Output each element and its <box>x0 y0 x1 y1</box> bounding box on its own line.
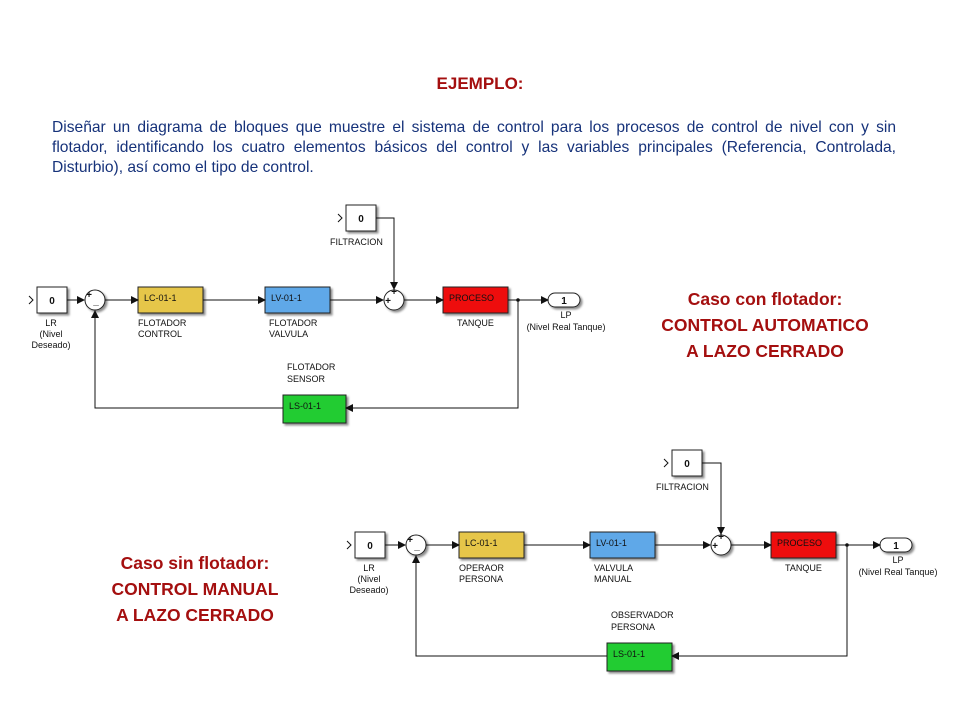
process-label: TANQUE <box>785 563 822 573</box>
disturbance-sum-junction-sign: + <box>391 287 397 298</box>
signal-measurement <box>345 300 519 412</box>
disturbance-sum-junction-sign: + <box>718 532 724 543</box>
slide-title: EJEMPLO: <box>436 74 524 93</box>
process-block-tag: PROCESO <box>777 538 822 548</box>
port-chevron <box>337 213 343 223</box>
disturbance-source-value: 0 <box>358 214 364 225</box>
reference-label: Deseado) <box>31 340 70 350</box>
output-label: LP <box>892 555 903 565</box>
error-sum-junction-sign: + <box>86 290 92 301</box>
caption-line: Caso con flotador: <box>687 289 843 309</box>
caption-line: CONTROL AUTOMATICO <box>661 315 869 335</box>
signal-disturbance <box>376 217 398 290</box>
controller-label: PERSONA <box>459 574 503 584</box>
disturbance-source-value: 0 <box>684 459 690 470</box>
reference-label: Deseado) <box>349 585 388 595</box>
valve-label: MANUAL <box>594 574 632 584</box>
controller-label: CONTROL <box>138 329 182 339</box>
port-chevron <box>663 458 669 468</box>
sensor-block <box>282 394 347 424</box>
sensor-block-tag: LS-01-1 <box>613 649 645 659</box>
output-label: LP <box>560 310 571 320</box>
process-label: TANQUE <box>457 318 494 328</box>
disturbance-sum-junction-sign: + <box>712 541 718 552</box>
port-chevron <box>28 295 34 305</box>
sensor-label: PERSONA <box>611 622 655 632</box>
process-block-tag: PROCESO <box>449 293 494 303</box>
diagram-with-float: 0FILTRACION0LR(NivelDeseado)+_LC-01-1FLO… <box>28 204 606 424</box>
sensor-label: SENSOR <box>287 374 326 384</box>
valve-block <box>589 531 656 559</box>
sensor-label: OBSERVADOR <box>611 610 674 620</box>
valve-block-tag: LV-01-1 <box>596 538 627 548</box>
reference-source <box>354 531 386 559</box>
reference-label: LR <box>363 563 375 573</box>
disturbance-source <box>671 449 703 477</box>
valve-label: FLOTADOR <box>269 318 318 328</box>
error-sum-junction-sign: _ <box>413 541 420 552</box>
signal-measurement <box>671 545 848 660</box>
output-label: (Nivel Real Tanque) <box>859 567 938 577</box>
signal-disturbance <box>702 462 725 535</box>
reference-source-value: 0 <box>49 296 55 307</box>
reference-label: (Nivel <box>357 574 380 584</box>
error-sum-junction-sign: + <box>407 535 413 546</box>
port-chevron <box>346 540 352 550</box>
reference-label: (Nivel <box>39 329 62 339</box>
output-label: (Nivel Real Tanque) <box>527 322 606 332</box>
output-port-value: 1 <box>893 541 899 552</box>
controller-block <box>458 531 525 559</box>
valve-label: VALVULA <box>594 563 633 573</box>
description-paragraph: Diseñar un diagrama de bloques que muest… <box>52 119 896 176</box>
caption-diagram-2: Caso sin flotador: CONTROL MANUAL A LAZO… <box>50 550 340 628</box>
valve-label: VALVULA <box>269 329 308 339</box>
controller-label: OPERAOR <box>459 563 505 573</box>
disturbance-label: FILTRACION <box>656 482 709 492</box>
valve-block-tag: LV-01-1 <box>271 293 302 303</box>
controller-label: FLOTADOR <box>138 318 187 328</box>
sensor-label: FLOTADOR <box>287 362 336 372</box>
error-sum-junction-sign: _ <box>92 296 99 307</box>
caption-line: A LAZO CERRADO <box>686 341 844 361</box>
signal-feedback <box>91 310 283 409</box>
disturbance-label: FILTRACION <box>330 237 383 247</box>
caption-line: Caso sin flotador: <box>120 553 270 573</box>
signal-feedback <box>412 555 607 657</box>
controller-block-tag: LC-01-1 <box>465 538 498 548</box>
caption-line: A LAZO CERRADO <box>116 605 274 625</box>
output-port-value: 1 <box>561 296 567 307</box>
process-block <box>442 286 509 314</box>
controller-block-tag: LC-01-1 <box>144 293 177 303</box>
caption-diagram-1: Caso con flotador: CONTROL AUTOMATICO A … <box>620 286 910 364</box>
valve-block <box>264 286 331 314</box>
reference-label: LR <box>45 318 57 328</box>
reference-source-value: 0 <box>367 541 373 552</box>
controller-block <box>137 286 204 314</box>
caption-line: CONTROL MANUAL <box>111 579 279 599</box>
diagram-without-float: 0FILTRACION0LR(NivelDeseado)+_LC-01-1OPE… <box>346 449 938 672</box>
sensor-block-tag: LS-01-1 <box>289 401 321 411</box>
disturbance-sum-junction-sign: + <box>385 296 391 307</box>
